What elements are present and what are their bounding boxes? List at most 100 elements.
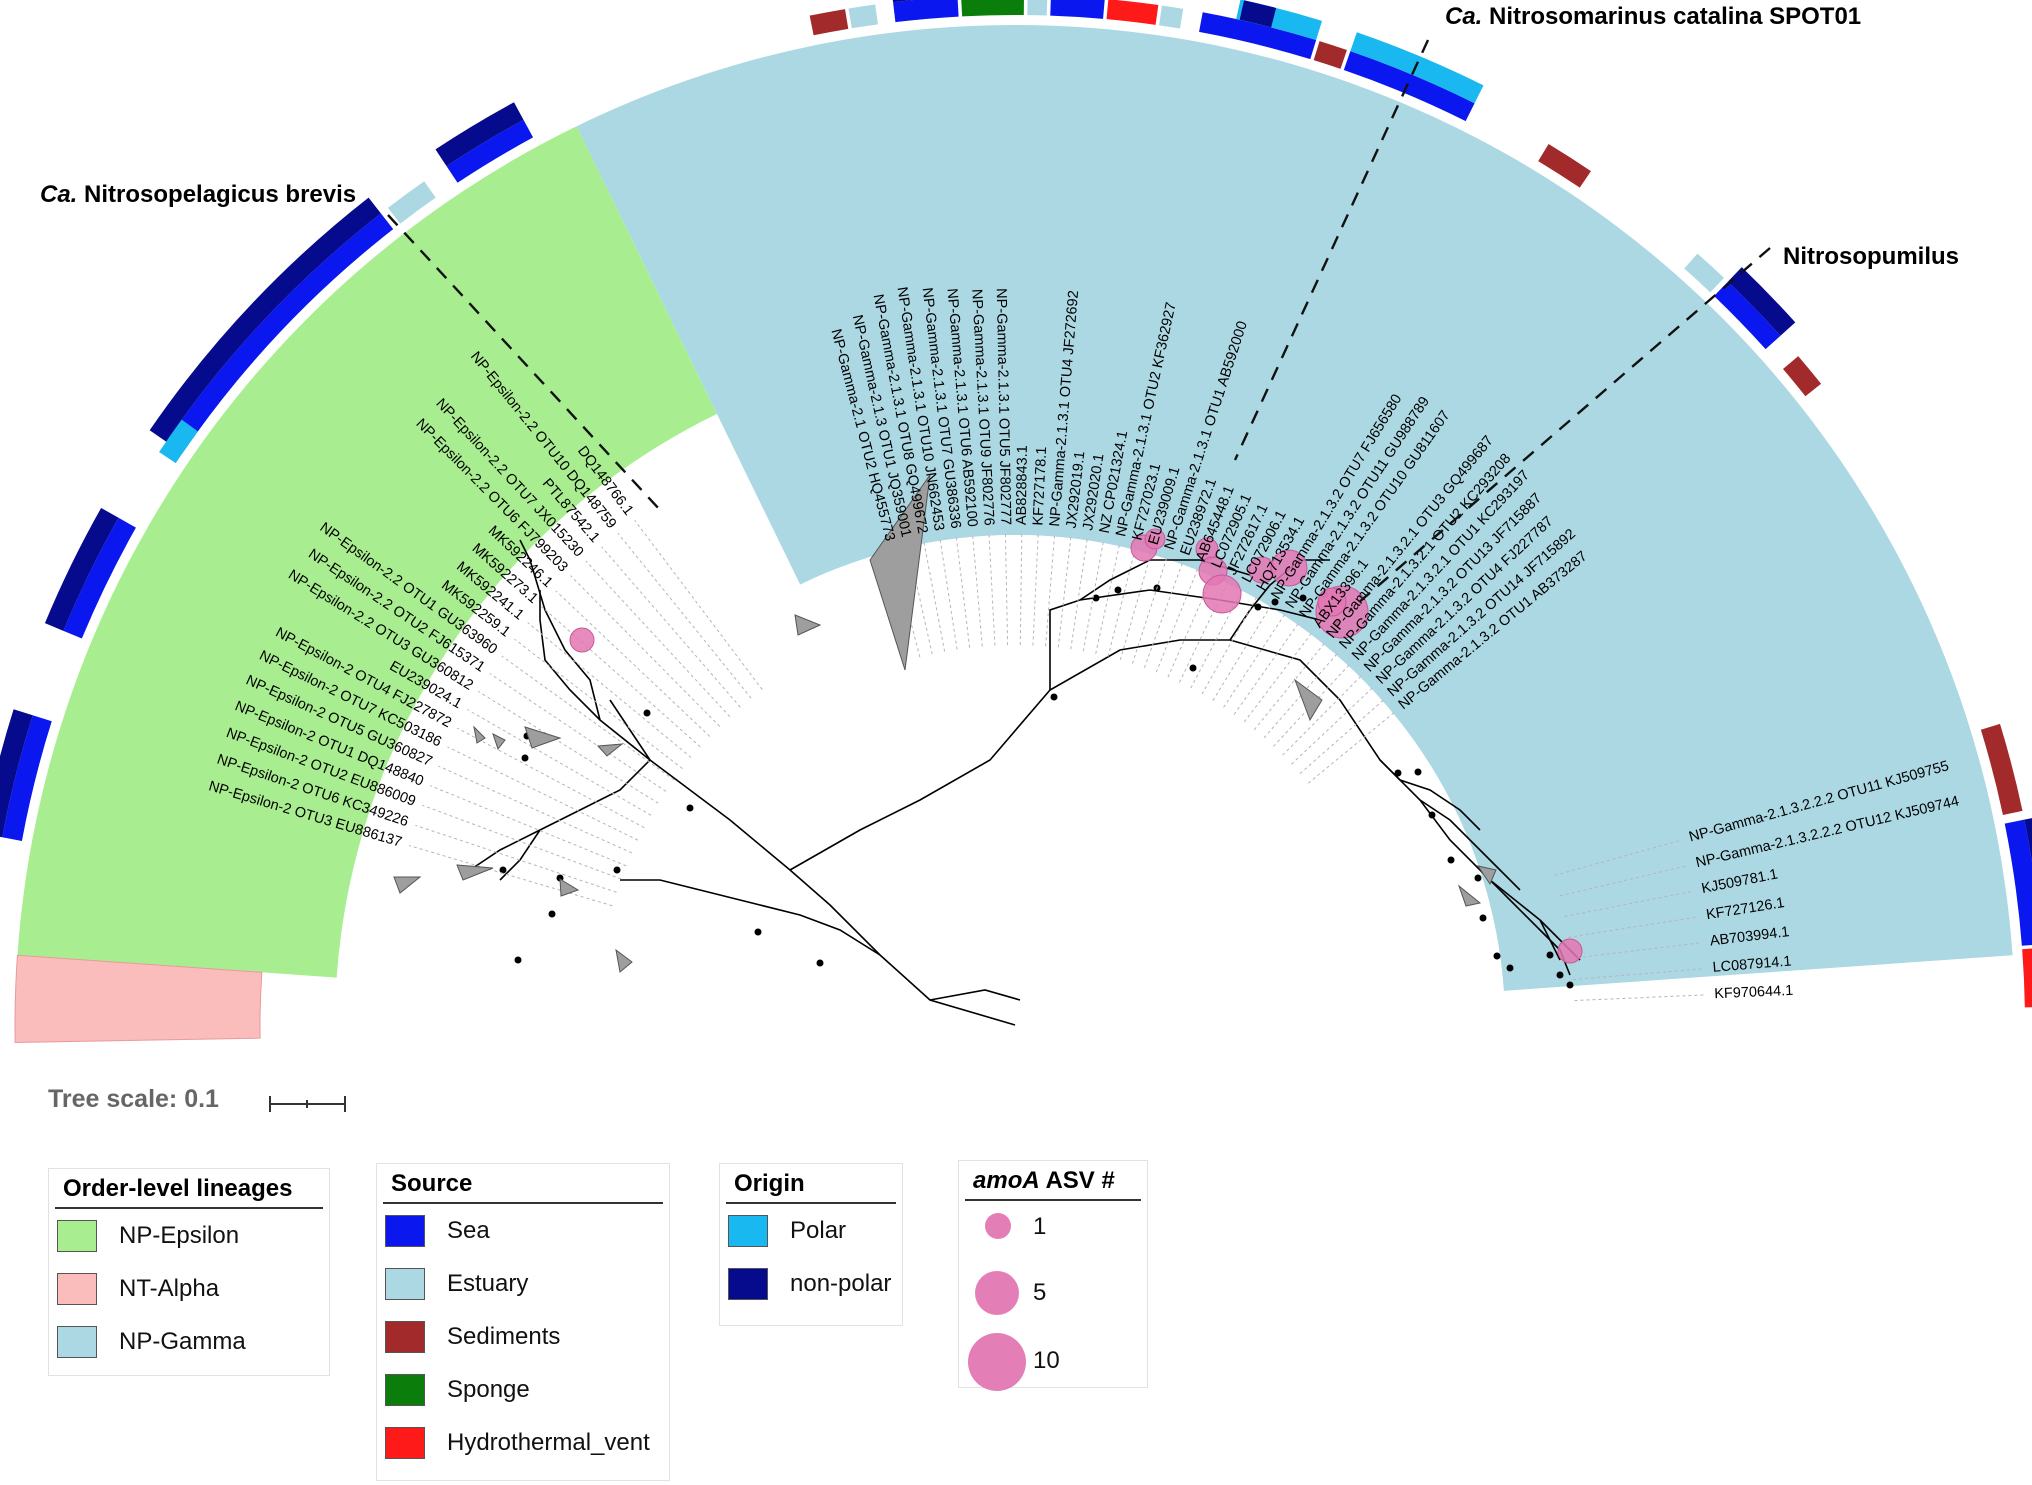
ring-sea-2 bbox=[1050, 0, 1105, 19]
ring-nonpolar-3 bbox=[1727, 267, 1796, 336]
leaf-guide bbox=[1223, 613, 1286, 708]
leaf-guide bbox=[1107, 547, 1136, 657]
leaf-guide bbox=[1253, 642, 1326, 731]
leaf-guide bbox=[1167, 574, 1214, 678]
swatch-sponge bbox=[385, 1373, 425, 1406]
clade-pointer-line bbox=[1233, 39, 1430, 461]
tree-branch bbox=[469, 759, 651, 871]
clade-pointer-line bbox=[1349, 247, 1771, 611]
leaf-guide bbox=[1291, 687, 1374, 765]
leaf-guide bbox=[1299, 699, 1385, 775]
collapsed-clade-triangle bbox=[615, 948, 633, 973]
legend-item-non-polar: non-polar bbox=[720, 1257, 902, 1310]
tree-scale-bar bbox=[269, 1096, 346, 1112]
leaf-guide bbox=[1243, 632, 1313, 723]
swatch-hydrothermal-vent bbox=[385, 1426, 425, 1459]
support-node bbox=[816, 959, 824, 967]
support-node bbox=[548, 910, 556, 918]
lineage-bands bbox=[14, 24, 2013, 1043]
leaf-guide bbox=[541, 606, 701, 748]
support-node bbox=[1566, 981, 1574, 989]
leaf-guide bbox=[1057, 536, 1072, 648]
leaf-guide bbox=[1568, 916, 1699, 938]
legend-lineages-title: Order-level lineages bbox=[55, 1169, 323, 1209]
leaf-guide bbox=[955, 536, 971, 648]
legend-item-nt-alpha: NT-Alpha bbox=[49, 1262, 329, 1315]
asv-bubble bbox=[1557, 938, 1583, 964]
support-node bbox=[1428, 811, 1436, 819]
asv-bubble bbox=[1317, 587, 1347, 617]
support-node bbox=[1189, 664, 1197, 672]
ring-estuary-2 bbox=[1027, 0, 1048, 16]
support-node bbox=[613, 866, 621, 874]
ring-polar-3 bbox=[1350, 32, 1484, 104]
ring-nonpolar-8 bbox=[0, 709, 33, 838]
leaf-guide bbox=[501, 655, 675, 781]
ring-sea-8 bbox=[166, 213, 394, 453]
ring-nonpolar-5 bbox=[435, 102, 524, 167]
leaf-guide bbox=[447, 746, 639, 841]
leaf-guide bbox=[1307, 711, 1395, 784]
leaf-guide bbox=[1559, 864, 1689, 897]
collapsed-clades bbox=[393, 474, 1497, 973]
legend-source: Source Sea Estuary Sediments Sponge Hydr… bbox=[376, 1163, 670, 1481]
leaf-guide bbox=[555, 590, 711, 737]
tree-branch bbox=[499, 829, 541, 881]
asv-bubbles bbox=[569, 528, 1583, 964]
leaf-guide bbox=[570, 575, 721, 727]
tree-branch bbox=[519, 539, 601, 721]
leaf-guide bbox=[1282, 675, 1362, 756]
leaf-guide bbox=[1212, 604, 1272, 701]
leaf-guide bbox=[1554, 839, 1682, 876]
leaf-guide bbox=[972, 534, 983, 647]
leaf-guide bbox=[422, 804, 622, 880]
leaf-label: NP-Gamma-2.1.3.1 OTU5 JF802777 bbox=[993, 288, 1014, 525]
support-node bbox=[1493, 952, 1501, 960]
support-node bbox=[686, 804, 694, 812]
support-node bbox=[1114, 586, 1122, 594]
band-inner-gamma bbox=[800, 534, 1504, 1025]
leaf-guide bbox=[1032, 533, 1039, 646]
band-np-gamma bbox=[576, 24, 2013, 991]
ring-sediments-1 bbox=[809, 9, 849, 36]
ring-nonpolar-7 bbox=[44, 507, 119, 631]
tree-scale-label: Tree scale: 0.1 bbox=[48, 1085, 219, 1113]
tree-branch bbox=[1379, 759, 1481, 831]
legend-item-hydrothermal-vent: Hydrothermal_vent bbox=[377, 1416, 669, 1469]
collapsed-clade-triangle bbox=[1476, 865, 1497, 886]
ring-sea-4 bbox=[1343, 51, 1475, 122]
clade-label-brevis: Ca. Nitrosopelagicus brevis bbox=[40, 181, 356, 208]
annotation-rings bbox=[0, 0, 2032, 1008]
asv-bubble-medium bbox=[975, 1271, 1019, 1315]
asv-bubble bbox=[569, 627, 595, 653]
leaf-guide bbox=[408, 845, 613, 907]
ring-vent-1 bbox=[1106, 0, 1159, 25]
support-node bbox=[499, 866, 507, 874]
support-node bbox=[1299, 594, 1307, 602]
leaf-guide bbox=[456, 727, 645, 829]
support-node bbox=[1050, 693, 1058, 701]
asv-bubble-large bbox=[968, 1333, 1026, 1391]
leaf-guide bbox=[939, 538, 958, 650]
leaf-guide bbox=[1143, 562, 1184, 668]
legend-item-sponge: Sponge bbox=[377, 1363, 669, 1416]
leaf-label: AB828843.1 bbox=[1014, 445, 1031, 525]
leaf-guide bbox=[1201, 596, 1258, 695]
leaf-guide bbox=[617, 532, 752, 699]
leaf-guide bbox=[514, 638, 683, 769]
ring-nonpolar-1 bbox=[892, 0, 914, 3]
leaf-guide bbox=[601, 546, 741, 708]
leaf-guide bbox=[923, 541, 946, 652]
leaf-guide bbox=[1574, 994, 1707, 1002]
leaf-guide bbox=[489, 673, 667, 792]
leaf-guide bbox=[1179, 581, 1229, 683]
tree-branches bbox=[469, 539, 1581, 1026]
tree-branch bbox=[929, 989, 1021, 1001]
collapsed-clade-triangle bbox=[1293, 678, 1323, 722]
ring-sediments-2 bbox=[1313, 41, 1347, 69]
ring-sponge-1 bbox=[961, 0, 1024, 17]
leaf-label: KF727178.1 bbox=[1030, 446, 1050, 526]
legend-origin: Origin Polar non-polar bbox=[719, 1163, 903, 1326]
leaf-guide bbox=[415, 824, 617, 893]
